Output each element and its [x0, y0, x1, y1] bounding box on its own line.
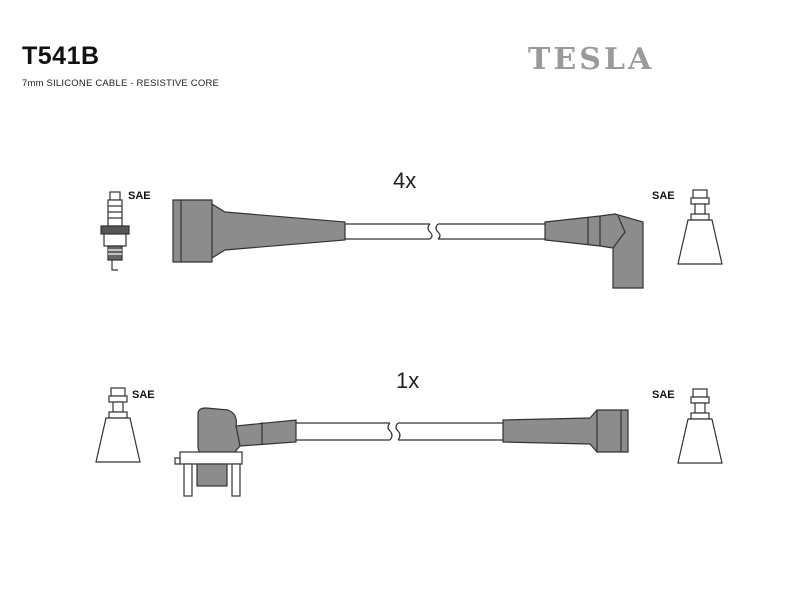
cable-description: 7mm SILICONE CABLE - RESISTIVE CORE	[22, 78, 220, 89]
part-number: T541B	[22, 42, 100, 70]
spark-plug-icon	[100, 191, 130, 271]
cable-2-right-terminal-label: SAE	[652, 389, 675, 401]
cable-1-left-terminal-label: SAE	[128, 190, 151, 202]
cable-2-quantity: 1x	[396, 368, 420, 393]
straight-boot	[502, 409, 629, 453]
brand-logo: TESLA	[528, 42, 655, 77]
straight-boot	[172, 199, 346, 263]
wire	[296, 422, 503, 441]
angled-boot	[544, 213, 644, 289]
cable-2-left-terminal-label: SAE	[132, 389, 155, 401]
sae-terminal-icon	[677, 189, 723, 265]
angled-boot-with-clip	[174, 407, 297, 497]
cable-1-quantity: 4x	[393, 168, 417, 193]
cable-1-right-terminal-label: SAE	[652, 190, 675, 202]
sae-terminal-icon	[677, 388, 723, 464]
sae-terminal-icon	[95, 387, 141, 463]
wire	[345, 223, 545, 240]
